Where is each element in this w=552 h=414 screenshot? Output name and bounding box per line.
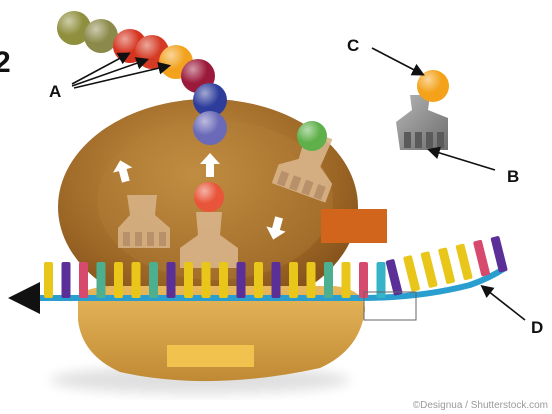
mrna-base	[455, 243, 472, 280]
mrna-base	[385, 259, 402, 296]
mrna-base	[289, 262, 298, 298]
mrna-base	[62, 262, 71, 298]
mrna-base	[149, 262, 158, 298]
mrna-base	[342, 262, 351, 298]
mrna-base	[473, 240, 490, 277]
blank-label-box-orange	[321, 209, 387, 243]
mrna-base	[254, 262, 263, 298]
mrna-base	[167, 262, 176, 298]
mrna-base	[184, 262, 193, 298]
mrna-base	[490, 236, 507, 273]
mrna-base	[324, 262, 333, 298]
mrna-base	[377, 262, 386, 298]
free-trna	[396, 95, 448, 150]
mrna-base	[79, 262, 88, 298]
mrna-base	[114, 262, 123, 298]
mrna-base	[219, 262, 228, 298]
mrna-base	[237, 262, 246, 298]
image-credit: ©Designua / Shutterstock.com	[413, 400, 548, 411]
mrna-base	[438, 247, 455, 284]
mrna-base	[44, 262, 53, 298]
label-d: D	[531, 318, 543, 337]
mrna-base	[403, 255, 420, 292]
mrna-base	[97, 262, 106, 298]
mrna-base	[132, 262, 141, 298]
label-a: A	[49, 82, 61, 101]
label-b: B	[507, 167, 519, 186]
mrna-base	[420, 251, 437, 288]
mrna-base	[272, 262, 281, 298]
blank-label-box-yellow	[167, 345, 254, 367]
mrna-base	[307, 262, 316, 298]
figure-number: 2	[0, 46, 11, 79]
label-c: C	[347, 36, 359, 55]
mrna-base	[202, 262, 211, 298]
